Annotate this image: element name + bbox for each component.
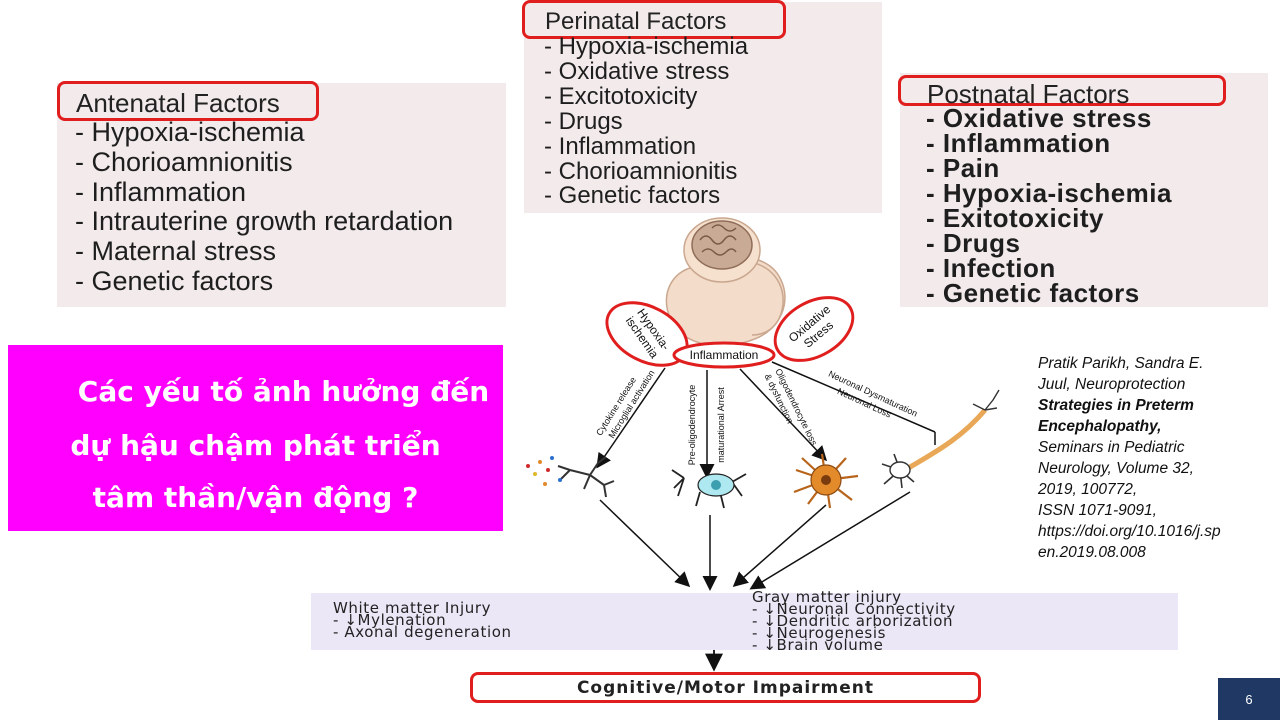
gray-matter-injury-title: Gray matter injury	[752, 588, 902, 606]
question-line: Các yếu tố ảnh hưởng đến	[77, 375, 490, 408]
pathway-inhibit-line	[771, 361, 936, 445]
perinatal-item: - Chorioamnionitis	[544, 158, 738, 185]
gray-matter-item: - ↓Neurogenesis	[752, 624, 887, 642]
antenatal-factors-panel: Antenatal Factors - Hypoxia-ischemia - C…	[57, 81, 506, 307]
injury-panel: White matter Injury - ↓Mylenation - Axon…	[311, 588, 1178, 654]
postnatal-item: - Pain	[926, 153, 1000, 183]
converging-arrow	[599, 499, 691, 588]
white-matter-item: - ↓Mylenation	[333, 611, 447, 629]
postnatal-item: - Infection	[926, 253, 1056, 283]
oxidative-stress-node: Oxidative Stress	[773, 296, 855, 362]
page-number-badge: 6	[1218, 678, 1280, 720]
maturational-arrest-label: maturational Arrest	[716, 387, 726, 463]
perinatal-item: - Oxidative stress	[544, 58, 730, 85]
citation-line: Neurology, Volume 32,	[1038, 460, 1194, 477]
perinatal-item: - Drugs	[544, 108, 623, 135]
citation-link[interactable]: https://doi.org/10.1016/j.sp	[1038, 523, 1221, 540]
inflammation-node: Inflammation	[672, 341, 776, 369]
gray-matter-item: - ↓Brain volume	[752, 636, 884, 654]
citation: Pratik Parikh, Sandra E. Juul, Neuroprot…	[1038, 353, 1260, 563]
gray-matter-item: - ↓Neuronal Connectivity	[752, 600, 956, 618]
antenatal-factors-title: Antenatal Factors	[57, 81, 319, 121]
postnatal-item: - Drugs	[926, 228, 1021, 258]
citation-line: Encephalopathy,	[1038, 418, 1162, 435]
pathway-arrow	[739, 368, 828, 462]
oligodendrocyte-cell-icon	[793, 453, 859, 509]
perinatal-factors-panel: Perinatal Factors - Hypoxia-ischemia - O…	[522, 0, 882, 213]
converging-arrow	[749, 491, 911, 590]
antenatal-item: - Maternal stress	[75, 236, 277, 266]
citation-line: Pratik Parikh, Sandra E.	[1038, 355, 1204, 372]
citation-link[interactable]: en.2019.08.008	[1038, 544, 1146, 561]
question-line: dự hậu chậm phát triển	[70, 429, 441, 462]
citation-line: Seminars in Pediatric	[1038, 439, 1185, 456]
outcome-box: Cognitive/Motor Impairment	[470, 672, 981, 703]
postnatal-item: - Oxidative stress	[926, 103, 1152, 133]
perinatal-item: - Excitotoxicity	[544, 83, 698, 110]
pre-oligodendrocyte-label: Pre-oligodendrocyte	[687, 385, 697, 466]
postnatal-factors-panel: Postnatal Factors - Oxidative stress - I…	[898, 73, 1268, 308]
microglia-cell-icon	[526, 456, 615, 498]
postnatal-item: - Inflammation	[926, 128, 1111, 158]
antenatal-item: - Inflammation	[75, 177, 247, 207]
postnatal-factors-title: Postnatal Factors	[898, 75, 1226, 107]
white-matter-item: - Axonal degeneration	[333, 623, 512, 641]
citation-line: ISSN 1071-9091,	[1038, 502, 1157, 519]
perinatal-item: - Inflammation	[544, 133, 697, 160]
converging-arrow	[732, 504, 827, 587]
postnatal-item: - Hypoxia-ischemia	[926, 178, 1172, 208]
infant-illustration	[665, 217, 786, 347]
antenatal-item: - Intrauterine growth retardation	[75, 206, 454, 236]
white-matter-injury-title: White matter Injury	[333, 599, 492, 617]
citation-line: Strategies in Preterm	[1038, 397, 1194, 414]
perinatal-item: - Hypoxia-ischemia	[544, 33, 749, 60]
question-line: tâm thần/vận động ?	[92, 481, 419, 514]
antenatal-item: - Genetic factors	[75, 266, 274, 296]
citation-line: Juul, Neuroprotection	[1038, 376, 1186, 393]
postnatal-item: - Exitotoxicity	[926, 203, 1104, 233]
gray-matter-item: - ↓Dendritic arborization	[752, 612, 954, 630]
antenatal-item: - Hypoxia-ischemia	[75, 117, 305, 147]
inflammation-label: Inflammation	[690, 348, 759, 362]
perinatal-item: - Genetic factors	[544, 182, 721, 209]
postnatal-item: - Genetic factors	[926, 278, 1140, 308]
citation-line: 2019, 100772,	[1038, 481, 1138, 498]
neuron-cell-icon	[881, 389, 1000, 489]
antenatal-item: - Chorioamnionitis	[75, 147, 293, 177]
question-box: Các yếu tố ảnh hưởng đến dự hậu chậm phá…	[8, 345, 503, 531]
pre-oligodendrocyte-cell-icon	[671, 469, 747, 509]
pathway-arrow	[596, 367, 666, 469]
perinatal-factors-title: Perinatal Factors	[522, 0, 786, 39]
